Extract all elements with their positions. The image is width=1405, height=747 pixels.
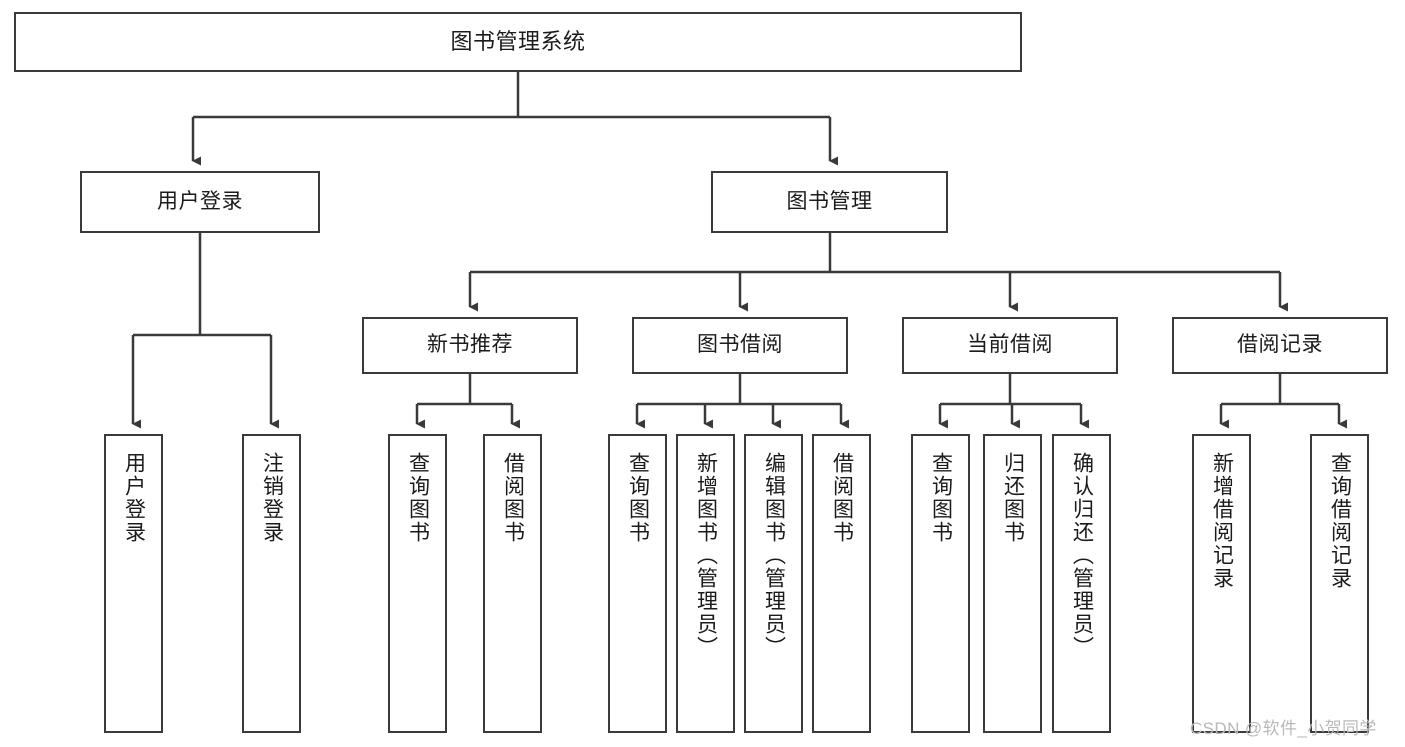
leaf-confirm-return-admin-label: 确认归还（管理员） [1070,452,1094,659]
node-current-borrow-label: 当前借阅 [967,333,1053,357]
leaf-query-book-current[interactable]: 查询图书 [911,434,970,733]
node-new-book-recommend-label: 新书推荐 [427,333,513,357]
leaf-user-login[interactable]: 用户登录 [104,434,163,733]
node-user-login[interactable]: 用户登录 [80,171,320,233]
node-book-management[interactable]: 图书管理 [711,171,948,233]
leaf-borrow-book[interactable]: 借阅图书 [812,434,871,733]
node-borrow-records-label: 借阅记录 [1237,333,1323,357]
csdn-watermark: CSDN @软件_小贺同学 [1190,719,1377,738]
leaf-logout-label: 注销登录 [260,452,284,544]
leaf-add-book-admin-label: 新增图书（管理员） [694,452,718,659]
leaf-edit-book-admin-label: 编辑图书（管理员） [762,452,786,659]
node-book-management-label: 图书管理 [786,189,873,213]
leaf-return-book[interactable]: 归还图书 [983,434,1042,733]
node-book-borrow-label: 图书借阅 [697,333,783,357]
node-root-label: 图书管理系统 [450,29,586,55]
leaf-borrow-book-newbook[interactable]: 借阅图书 [483,434,542,733]
node-root[interactable]: 图书管理系统 [14,12,1022,72]
node-book-borrow[interactable]: 图书借阅 [632,317,848,374]
leaf-logout[interactable]: 注销登录 [242,434,301,733]
leaf-user-login-label: 用户登录 [122,452,146,544]
leaf-add-borrow-record[interactable]: 新增借阅记录 [1192,434,1251,733]
node-new-book-recommend[interactable]: 新书推荐 [362,317,578,374]
leaf-query-book-borrow-label: 查询图书 [626,452,650,544]
leaf-confirm-return-admin[interactable]: 确认归还（管理员） [1052,434,1111,733]
leaf-query-book-current-label: 查询图书 [929,452,953,544]
leaf-query-book-borrow[interactable]: 查询图书 [608,434,667,733]
node-borrow-records[interactable]: 借阅记录 [1172,317,1388,374]
leaf-return-book-label: 归还图书 [1001,452,1025,544]
leaf-query-borrow-record-label: 查询借阅记录 [1328,452,1352,590]
node-user-login-label: 用户登录 [157,189,243,213]
leaf-query-book-newbook-label: 查询图书 [406,452,430,544]
leaf-borrow-book-label: 借阅图书 [830,452,854,544]
node-current-borrow[interactable]: 当前借阅 [902,317,1118,374]
leaf-query-borrow-record[interactable]: 查询借阅记录 [1310,434,1369,733]
leaf-borrow-book-newbook-label: 借阅图书 [501,452,525,544]
leaf-add-borrow-record-label: 新增借阅记录 [1210,452,1234,590]
leaf-edit-book-admin[interactable]: 编辑图书（管理员） [744,434,803,733]
leaf-add-book-admin[interactable]: 新增图书（管理员） [676,434,735,733]
leaf-query-book-newbook[interactable]: 查询图书 [388,434,447,733]
